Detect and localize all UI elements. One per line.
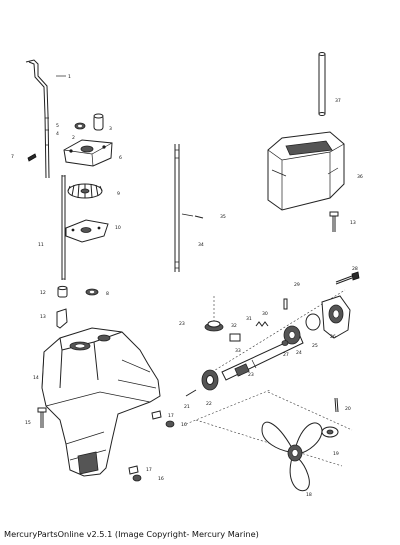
tube-37[interactable]: [318, 52, 326, 116]
callout-7: 7: [11, 154, 14, 160]
gear-33[interactable]: [204, 320, 224, 332]
clutch-32[interactable]: [229, 333, 241, 342]
dashed-guide: [185, 389, 353, 431]
seal-8[interactable]: [85, 288, 99, 296]
callout-19: 19: [333, 451, 339, 457]
callout-17: 17: [168, 413, 174, 419]
washer-16-upper[interactable]: [165, 420, 175, 428]
spring-30[interactable]: [255, 321, 269, 327]
callout-5: 5: [56, 123, 59, 129]
gear-24[interactable]: [283, 325, 301, 345]
callout-14: 14: [33, 375, 39, 381]
callout-18: 18: [306, 492, 312, 498]
exploded-parts-diagram: 1 2 3 4 5 6 7 8 9 10 11 12 13 13 14 15 1…: [11, 52, 363, 498]
impeller-9[interactable]: [67, 183, 103, 199]
callout-3: 3: [109, 126, 112, 132]
shift-shaft-34[interactable]: [174, 144, 180, 272]
bushing-12[interactable]: [57, 285, 68, 298]
callout-25: 25: [312, 343, 318, 349]
callout-22: 22: [206, 401, 212, 407]
cotter-pin-20[interactable]: [334, 397, 339, 413]
callout-24: 24: [296, 350, 302, 356]
screw-17-upper[interactable]: [151, 410, 162, 420]
callout-8: 8: [106, 291, 109, 297]
callout-17-lower: 17: [146, 467, 152, 473]
copyright-caption: MercuryPartsOnline v2.5.1 (Image Copyrig…: [4, 529, 259, 539]
callout-2: 2: [72, 135, 75, 141]
callout-6: 6: [119, 155, 122, 161]
callout-37: 37: [335, 98, 341, 104]
callout-20: 20: [345, 406, 351, 412]
callout-31: 31: [246, 316, 252, 322]
callout-4: 4: [56, 131, 59, 137]
callout-32: 32: [231, 323, 237, 329]
seal-2[interactable]: [74, 122, 86, 130]
callout-12: 12: [40, 290, 46, 296]
clutch-23b[interactable]: [234, 363, 250, 377]
bearing-carrier-26[interactable]: [321, 295, 351, 339]
driveshaft-housing-36[interactable]: [267, 131, 345, 211]
callout-34: 34: [198, 242, 204, 248]
callout-28: 28: [352, 266, 358, 272]
screw-28[interactable]: [335, 271, 360, 285]
shift-coupler-13[interactable]: [56, 308, 68, 329]
callout-10: 10: [115, 225, 121, 231]
callout-30: 30: [262, 311, 268, 317]
callout-13-right: 13: [350, 220, 356, 226]
callout-11: 11: [38, 242, 44, 248]
gear-housing-14[interactable]: [41, 327, 161, 477]
callout-29: 29: [294, 282, 300, 288]
water-pump-body-6[interactable]: [63, 139, 113, 167]
screw-15[interactable]: [37, 407, 47, 428]
grommet-3[interactable]: [93, 113, 104, 131]
callout-35: 35: [220, 214, 226, 220]
callout-33: 33: [235, 348, 241, 354]
shift-rod[interactable]: [25, 59, 50, 179]
callout-27: 27: [283, 352, 289, 358]
pin-21[interactable]: [185, 389, 197, 397]
drive-shaft-11[interactable]: [61, 175, 66, 280]
callout-16: 16: [181, 422, 187, 428]
callout-21: 21: [184, 404, 190, 410]
washer-16-lower[interactable]: [132, 474, 142, 482]
callout-26: 26: [330, 334, 336, 340]
callout-23-shaft: 23: [248, 372, 254, 378]
washer-27[interactable]: [281, 340, 289, 346]
thrust-hub-19[interactable]: [321, 426, 339, 438]
callout-9: 9: [117, 191, 120, 197]
face-plate-10[interactable]: [65, 219, 109, 243]
pin-29[interactable]: [283, 298, 288, 310]
callout-15: 15: [25, 420, 31, 426]
screw-17-lower[interactable]: [128, 465, 139, 475]
screw-13-right[interactable]: [329, 211, 339, 232]
callout-23: 23: [179, 321, 185, 327]
callout-13: 13: [40, 314, 46, 320]
screw-7[interactable]: [27, 153, 37, 162]
callout-16-lower: 16: [158, 476, 164, 482]
propeller-18[interactable]: [261, 421, 323, 492]
callout-36: 36: [357, 174, 363, 180]
o-ring-25[interactable]: [305, 313, 321, 331]
pin-35[interactable]: [194, 215, 204, 219]
gear-22[interactable]: [201, 369, 219, 391]
leader-line: [181, 213, 194, 217]
callout-1: 1: [68, 74, 71, 80]
